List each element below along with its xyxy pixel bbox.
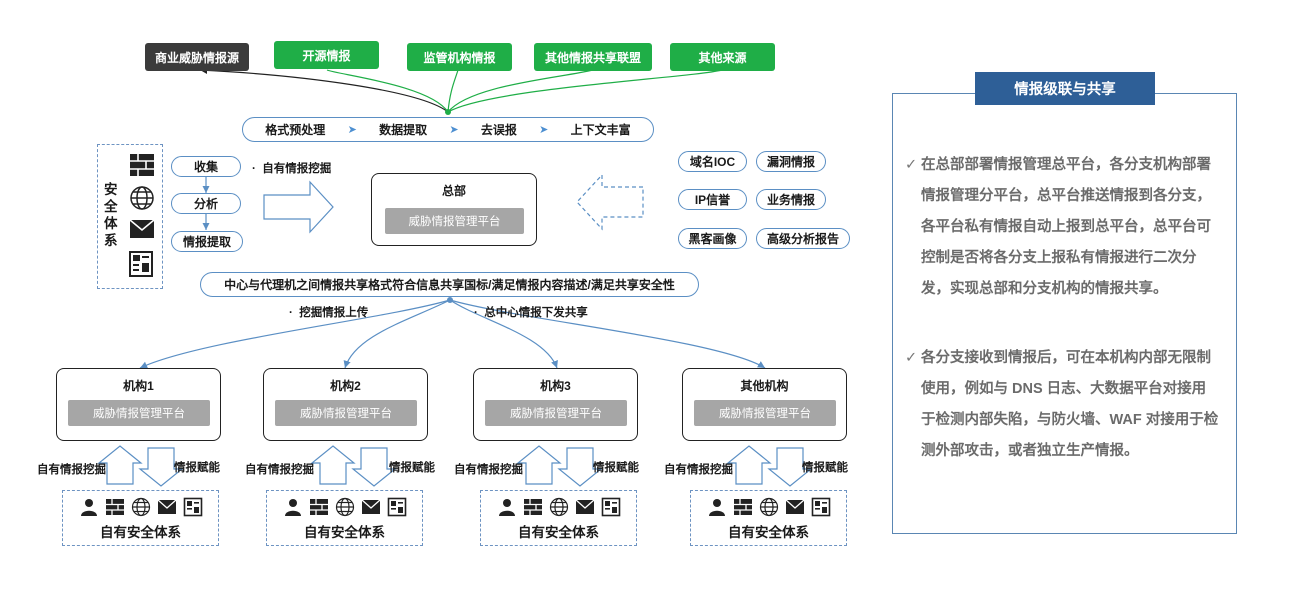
branch-title: 机构2 bbox=[330, 379, 361, 393]
flow-down-label: · 总中心情报下发共享 bbox=[474, 307, 588, 319]
branch-platform: 威胁情报管理平台 bbox=[275, 400, 417, 426]
firewall-icon bbox=[105, 497, 125, 517]
branch-box: 机构2 威胁情报管理平台 bbox=[263, 368, 428, 441]
own-security-label: 自有安全体系 bbox=[518, 525, 599, 540]
user-icon bbox=[707, 497, 727, 517]
branch-platform: 威胁情报管理平台 bbox=[485, 400, 627, 426]
process-extract: 情报提取 bbox=[171, 231, 243, 252]
branch-down-label: 情报赋能 bbox=[389, 462, 435, 474]
source-commercial: 商业威胁情报源 bbox=[145, 43, 249, 71]
own-security-label: 自有安全体系 bbox=[728, 525, 809, 540]
pipeline-step: 数据提取 bbox=[379, 123, 428, 137]
hq-box: 总部 威胁情报管理平台 bbox=[371, 173, 537, 246]
process-analyze: 分析 bbox=[171, 193, 241, 214]
branch-down-label: 情报赋能 bbox=[593, 462, 639, 474]
check-icon: ✓ bbox=[905, 350, 918, 366]
source-regulator: 监管机构情报 bbox=[407, 43, 512, 71]
intel-hacker-profile: 黑客画像 bbox=[678, 228, 747, 249]
hq-platform: 威胁情报管理平台 bbox=[385, 208, 524, 234]
envelope-icon bbox=[157, 497, 177, 517]
report-icon bbox=[183, 497, 203, 517]
source-other: 其他来源 bbox=[670, 43, 775, 71]
pipeline-arrow-icon: ➤ bbox=[539, 124, 549, 136]
branch-up-label: 自有情报挖掘 bbox=[664, 464, 733, 476]
standard-bar: 中心与代理机之间情报共享格式符合信息共享国标/满足情报内容描述/满足共享安全性 bbox=[200, 272, 699, 297]
envelope-icon bbox=[575, 497, 595, 517]
user-icon bbox=[283, 497, 303, 517]
firewall-icon bbox=[733, 497, 753, 517]
flow-up-label: · 挖掘情报上传 bbox=[289, 307, 369, 319]
intel-business: 业务情报 bbox=[756, 189, 826, 210]
globe-icon bbox=[130, 186, 154, 210]
envelope-icon bbox=[785, 497, 805, 517]
pipeline-bar: 格式预处理 ➤ 数据提取 ➤ 去误报 ➤ 上下文丰富 bbox=[242, 117, 654, 142]
globe-icon bbox=[131, 497, 151, 517]
firewall-icon bbox=[130, 154, 154, 176]
globe-icon bbox=[759, 497, 779, 517]
branch-box: 机构1 威胁情报管理平台 bbox=[56, 368, 221, 441]
process-bullet: · 自有情报挖掘 bbox=[252, 163, 332, 175]
pipeline-arrow-icon: ➤ bbox=[449, 124, 459, 136]
report-icon bbox=[601, 497, 621, 517]
branch-up-label: 自有情报挖掘 bbox=[245, 464, 314, 476]
check-icon: ✓ bbox=[905, 157, 918, 173]
branch-title: 机构1 bbox=[123, 379, 154, 393]
user-icon bbox=[497, 497, 517, 517]
branch-up-label: 自有情报挖掘 bbox=[37, 464, 106, 476]
firewall-icon bbox=[309, 497, 329, 517]
hq-title: 总部 bbox=[441, 184, 466, 198]
globe-icon bbox=[549, 497, 569, 517]
pipeline-step: 去误报 bbox=[480, 123, 517, 137]
pipeline-step: 格式预处理 bbox=[265, 123, 326, 137]
branch-up-label: 自有情报挖掘 bbox=[454, 464, 523, 476]
cascade-panel: 情报级联与共享 ✓ 在总部部署情报管理总平台，各分支机构部署情报管理分平台，总平… bbox=[892, 72, 1237, 534]
security-system-label: 安 全 体 系 bbox=[104, 182, 118, 248]
own-security-label: 自有安全体系 bbox=[100, 525, 181, 540]
panel-item: ✓ 在总部部署情报管理总平台，各分支机构部署情报管理分平台，总平台推送情报到各分… bbox=[905, 150, 1220, 305]
intel-vulnerability: 漏洞情报 bbox=[756, 151, 826, 172]
globe-icon bbox=[335, 497, 355, 517]
intel-domain-ioc: 域名IOC bbox=[678, 151, 747, 172]
branch-platform: 威胁情报管理平台 bbox=[68, 400, 210, 426]
own-security-system: 自有安全体系 bbox=[62, 490, 219, 546]
own-security-system: 自有安全体系 bbox=[690, 490, 847, 546]
panel-title: 情报级联与共享 bbox=[975, 72, 1155, 105]
branch-box: 机构3 威胁情报管理平台 bbox=[473, 368, 638, 441]
branch-down-label: 情报赋能 bbox=[802, 462, 848, 474]
envelope-icon bbox=[361, 497, 381, 517]
branch-platform: 威胁情报管理平台 bbox=[694, 400, 836, 426]
branch-box: 其他机构威胁情报管理平台 bbox=[682, 368, 847, 441]
intel-ip-reputation: IP信誉 bbox=[678, 189, 747, 210]
own-security-system: 自有安全体系 bbox=[480, 490, 637, 546]
process-collect: 收集 bbox=[171, 156, 241, 177]
branch-down-label: 情报赋能 bbox=[174, 462, 220, 474]
own-security-label: 自有安全体系 bbox=[304, 525, 385, 540]
report-icon bbox=[811, 497, 831, 517]
report-icon bbox=[129, 251, 153, 277]
own-security-system: 自有安全体系 bbox=[266, 490, 423, 546]
security-system-box: 安 全 体 系 bbox=[97, 144, 163, 289]
panel-item: ✓ 各分支接收到情报后，可在本机构内部无限制使用，例如与 DNS 日志、大数据平… bbox=[905, 343, 1220, 467]
user-icon bbox=[79, 497, 99, 517]
firewall-icon bbox=[523, 497, 543, 517]
branch-title: 机构3 bbox=[540, 379, 571, 393]
intel-advanced-report: 高级分析报告 bbox=[756, 228, 850, 249]
report-icon bbox=[387, 497, 407, 517]
pipeline-arrow-icon: ➤ bbox=[347, 124, 357, 136]
source-alliance: 其他情报共享联盟 bbox=[534, 43, 652, 71]
envelope-icon bbox=[129, 219, 155, 238]
pipeline-step: 上下文丰富 bbox=[570, 123, 631, 137]
source-opensource: 开源情报 bbox=[274, 41, 379, 69]
branch-title: 其他机构 bbox=[740, 379, 789, 393]
